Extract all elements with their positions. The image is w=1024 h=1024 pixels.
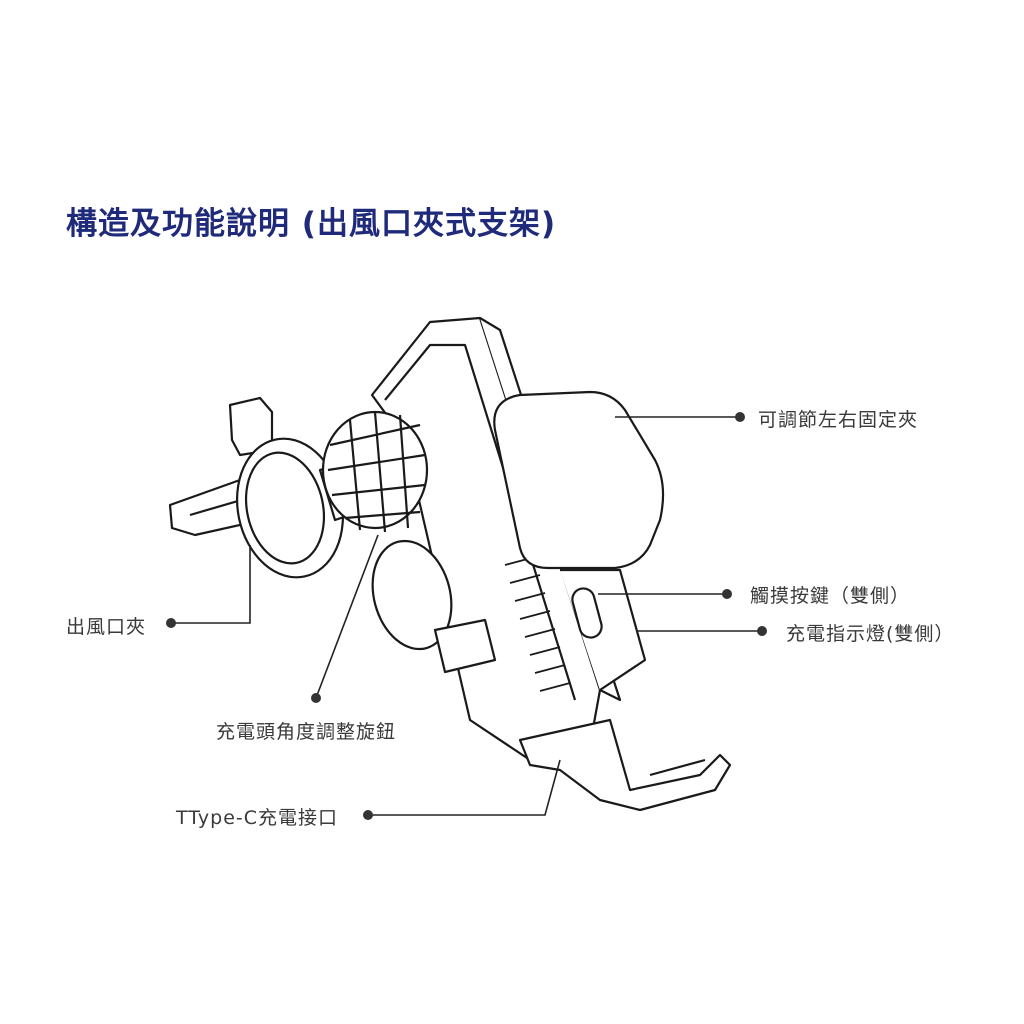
holder-body-drawing: [321, 316, 732, 812]
leader-dot: [166, 618, 176, 628]
label-angle-knob: 充電頭角度調整旋鈕: [216, 721, 397, 743]
page-title: 構造及功能說明 (出風口夾式支架): [66, 206, 557, 242]
touch-button-drawing: [571, 587, 603, 639]
leader-dot: [757, 626, 767, 636]
side-clamp-drawing: [493, 390, 665, 570]
label-type-c-port: TType-C充電接口: [176, 807, 339, 829]
leader-dot: [363, 810, 373, 820]
bottom-foot-drawing: [518, 718, 732, 812]
leader-dot: [722, 589, 732, 599]
angle-knob-drawing: [321, 410, 429, 530]
label-vent-clip: 出風口夾: [66, 616, 147, 638]
leader-dot: [735, 412, 745, 422]
label-touch-button: 觸摸按鍵（雙側）: [750, 585, 911, 607]
label-side-clamp: 可調節左右固定夾: [758, 409, 919, 431]
leader-dot: [311, 693, 321, 703]
label-charge-indicator: 充電指示燈(雙側）: [786, 623, 955, 645]
